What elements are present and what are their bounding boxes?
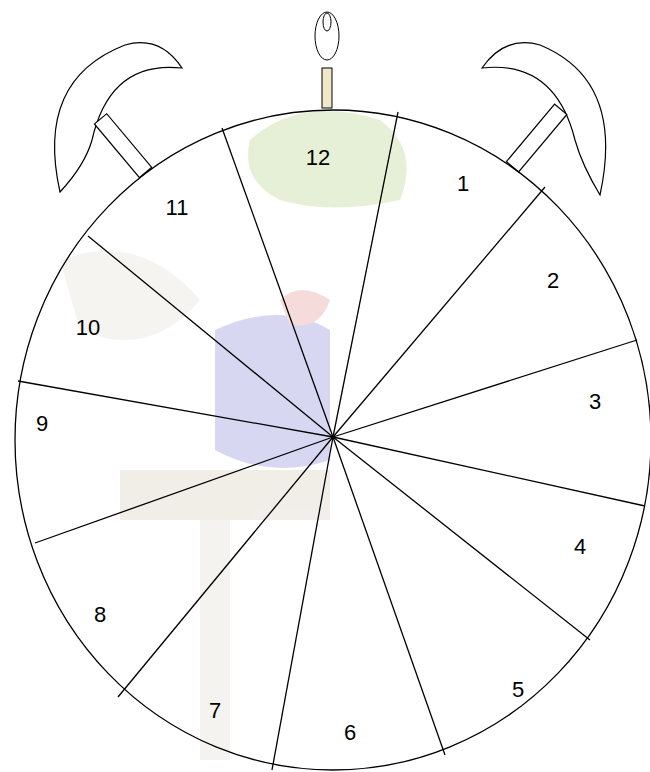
hour-number: 3 — [589, 391, 601, 413]
hour-number: 8 — [94, 604, 106, 626]
hour-number: 9 — [36, 413, 48, 435]
hour-number: 4 — [574, 536, 586, 558]
hour-number: 1 — [457, 173, 469, 195]
hour-number: 10 — [76, 317, 100, 339]
hour-number: 7 — [209, 700, 221, 722]
hour-number: 6 — [344, 722, 356, 744]
hour-number: 5 — [512, 679, 524, 701]
hour-number: 2 — [547, 270, 559, 292]
hour-number: 12 — [306, 147, 330, 169]
hour-number: 11 — [166, 197, 189, 219]
